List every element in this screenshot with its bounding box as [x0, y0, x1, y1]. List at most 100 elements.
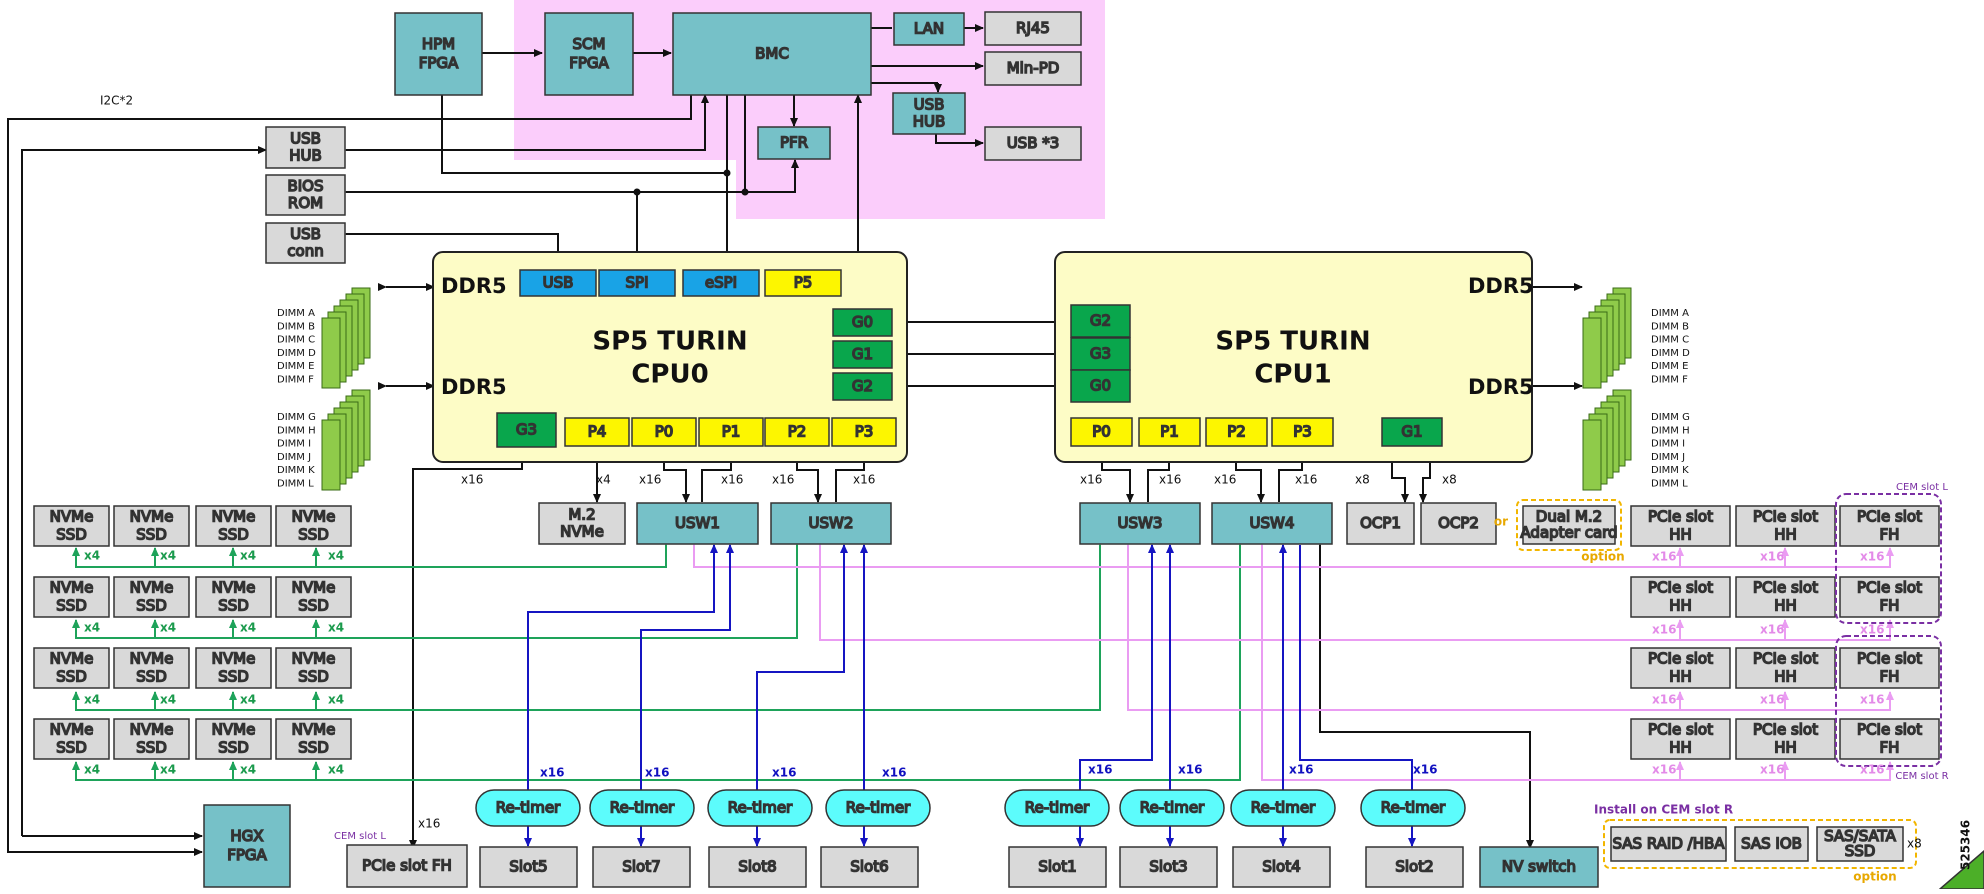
- option-label-top: option: [1581, 550, 1624, 564]
- usb-conn-label: conn: [287, 242, 323, 260]
- lane-label-pink-x16: x16: [1652, 550, 1676, 564]
- slot-slot7: Slot7: [592, 846, 691, 888]
- usb-hub-bmc-shape: [892, 92, 966, 135]
- cpu0-port-g1-label: G1: [852, 345, 873, 363]
- pcie-slot-hh-label: HH: [1774, 526, 1797, 544]
- switch-usw3: USW3: [1079, 502, 1201, 545]
- dimm-label: DIMM A: [277, 308, 315, 319]
- cpu0-port-p2-bottom: P2: [764, 417, 830, 447]
- pcie-slot-fh-shape: [1839, 576, 1940, 618]
- pcie-slot-fh-shape: [1839, 505, 1940, 547]
- usb-hub-left-label: HUB: [289, 147, 322, 165]
- dimm-label: DIMM I: [1651, 439, 1685, 450]
- lane-label-pink-x16: x16: [1760, 623, 1784, 637]
- cpu0-port-p5-shape: [764, 269, 842, 297]
- pcie-slot-hh-label: PCIe slot: [1648, 650, 1713, 668]
- cpu0-port-usb-shape: [519, 269, 597, 297]
- slot-slot3: Slot3: [1119, 846, 1218, 888]
- lane-label-green-x4: x4: [240, 693, 256, 707]
- nvme-ssd-label: NVMe: [212, 650, 256, 668]
- slot-slot3-shape: [1119, 846, 1218, 888]
- slot-slot1: Slot1: [1008, 846, 1107, 888]
- dimm-stack-cpu1-bottom: [1582, 389, 1632, 491]
- cpu0-port-g2-shape: [832, 372, 893, 401]
- nvme-ssd-label: SSD: [56, 668, 87, 686]
- retimer: Re-timer: [1004, 789, 1110, 827]
- nvme-ssd-label: SSD: [298, 668, 329, 686]
- nv-switch-label: NV switch: [1502, 858, 1576, 876]
- slot-slot8-shape: [708, 846, 807, 888]
- cpu0-ddr5-bottom: DDR5: [441, 375, 507, 399]
- pcie-slot-hh-shape: [1735, 647, 1836, 689]
- cpu0-port-usb-label: USB: [543, 274, 574, 292]
- install-on-cem-slot-r-label: Install on CEM slot R: [1594, 803, 1733, 817]
- retimer-label: Re-timer: [728, 799, 793, 817]
- nvme-ssd-label: SSD: [298, 597, 329, 615]
- pcie-slot-fh-left: PCIe slot FH: [346, 844, 468, 888]
- scm-fpga-shape: [544, 12, 634, 96]
- nvme-ssd-label: NVMe: [212, 721, 256, 739]
- ocp2: OCP2: [1420, 502, 1497, 545]
- dimm-module: [1582, 317, 1602, 389]
- cpu0-subtitle: CPU0: [631, 360, 708, 390]
- nvme-ssd-label: SSD: [298, 526, 329, 544]
- retimer: Re-timer: [475, 789, 581, 827]
- nvme-ssd-label: SSD: [56, 597, 87, 615]
- retimer-label: Re-timer: [1381, 799, 1446, 817]
- cpu1-port-g1-bottom-label: G1: [1401, 423, 1422, 441]
- bios-rom-label: BIOS: [287, 177, 323, 195]
- nvme-ssd-shape: [275, 505, 352, 547]
- pcie-slot-hh-label: HH: [1669, 739, 1692, 757]
- cpu0-port-g1: G1: [832, 340, 893, 369]
- dimm-module: [321, 419, 341, 491]
- lane-label-x16: x16: [418, 817, 440, 831]
- dual-m2-adapter-card-shape: [1522, 505, 1616, 545]
- cpu1-port-g0-shape: [1070, 369, 1131, 403]
- lane-label-pink-x16: x16: [1760, 550, 1784, 564]
- nvme-ssd-label: NVMe: [292, 721, 336, 739]
- dimm-label: DIMM F: [277, 375, 314, 386]
- hpm-fpga-shape: [394, 12, 483, 96]
- retimer-label: Re-timer: [1251, 799, 1316, 817]
- lan-label: LAN: [914, 20, 944, 38]
- slot-slot2-shape: [1365, 846, 1464, 888]
- slot-slot7-shape: [592, 846, 691, 888]
- m2-nvme-label: M.2: [568, 506, 595, 524]
- lane-label-pink-x16: x16: [1760, 693, 1784, 707]
- sas-sata-ssd-shape: [1816, 826, 1904, 862]
- sas-sata-ssd-label: SSD: [1845, 842, 1876, 860]
- nvme-ssd-label: NVMe: [292, 508, 336, 526]
- lane-label-green-x4: x4: [84, 693, 100, 707]
- dimm-label: DIMM L: [1651, 479, 1688, 490]
- dimm-label: DIMM F: [1651, 375, 1688, 386]
- m2-nvme-label: NVMe: [560, 523, 604, 541]
- cpu0-port-p1-bottom-shape: [698, 417, 764, 447]
- cpu0-port-espi-shape: [682, 269, 760, 297]
- min-pd: Min-PD: [984, 51, 1082, 86]
- cem-slot-r-border: [1835, 635, 1942, 767]
- cpu1-port-g2: G2: [1070, 304, 1131, 338]
- nvme-ssd-label: NVMe: [292, 579, 336, 597]
- scm-fpga-label: FPGA: [569, 54, 609, 72]
- cpu0-port-p3-bottom-label: P3: [855, 423, 874, 441]
- switch-usw4: USW4: [1211, 502, 1333, 545]
- slot-slot4-label: Slot4: [1262, 858, 1300, 876]
- dimm-label: DIMM B: [277, 321, 315, 332]
- cpu1-subtitle: CPU1: [1254, 360, 1331, 390]
- nvme-ssd-shape: [113, 647, 190, 689]
- cpu1-port-p3-bottom-label: P3: [1293, 423, 1312, 441]
- switch-usw2-shape: [770, 502, 892, 545]
- cpu0-port-spi-label: SPI: [626, 274, 649, 292]
- cem-slot-l-label: CEM slot L: [1896, 482, 1948, 493]
- cpu0-port-g3-bottom-shape: [496, 412, 557, 448]
- retimer-label: Re-timer: [846, 799, 911, 817]
- slot-slot2-label: Slot2: [1395, 858, 1433, 876]
